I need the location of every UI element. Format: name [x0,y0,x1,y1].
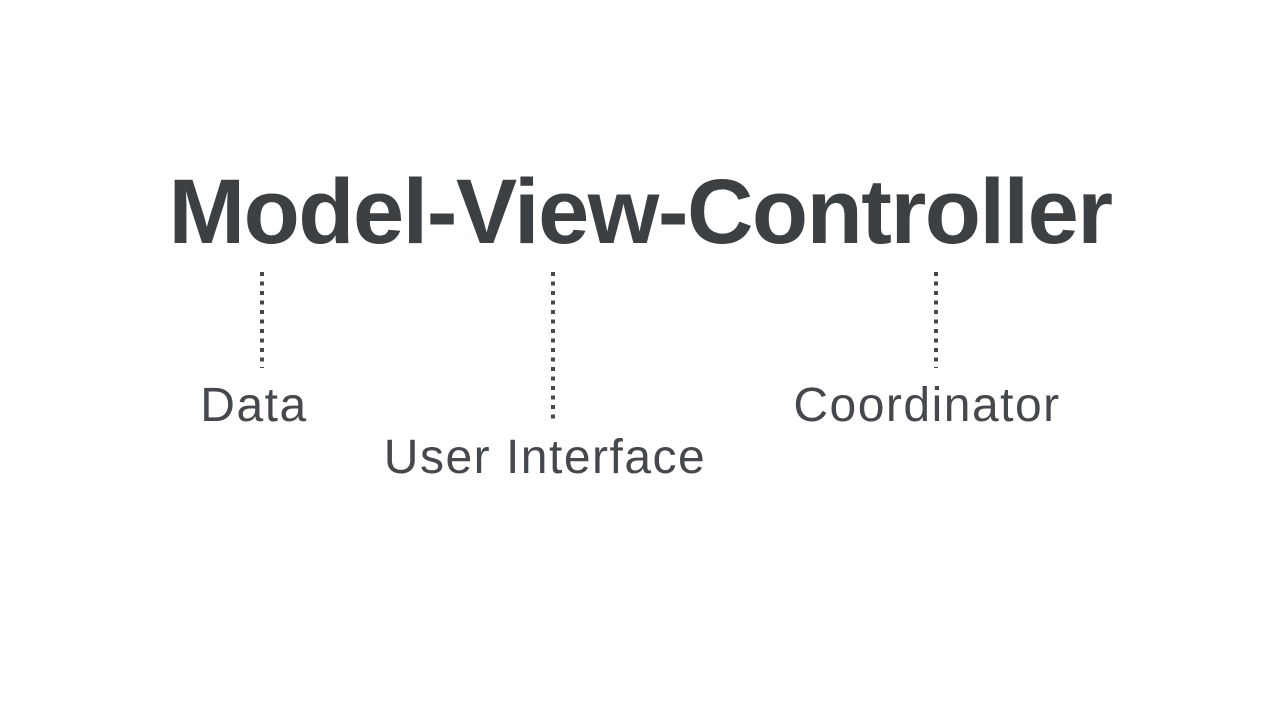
annotation-label-model: Data [200,379,308,432]
diagram-title: Model-View-Controller [168,161,1113,263]
annotation-label-controller: Coordinator [793,379,1061,432]
dotted-connector-controller [934,272,938,368]
dotted-connector-view [551,272,555,419]
dotted-connector-model [260,272,264,368]
annotation-label-view: User Interface [383,431,707,484]
